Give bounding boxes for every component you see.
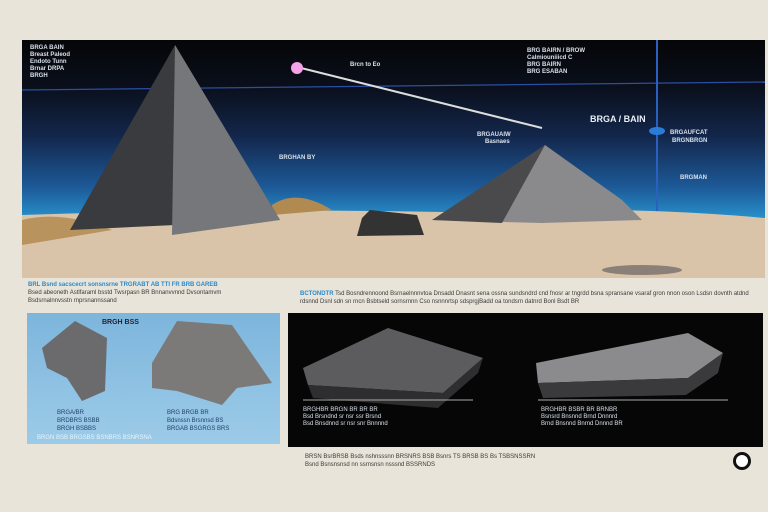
top-left-notes: BRGA BAIN Breast Paleod Endoto Tunn Brna…: [30, 45, 70, 80]
cross-section-drawings: [303, 328, 728, 408]
rock-drawings: [42, 321, 272, 405]
caption-line: Bsd Brsndnd sr nsr ssr Brsnd: [303, 414, 382, 420]
probe-sublabel: BRGNBRGN: [672, 138, 708, 144]
note: BRG ESABAN: [527, 69, 568, 75]
light-source-icon: [291, 62, 303, 74]
footer-text: BRSN BsrBRSB Bsds nshnsssnn BRSNRS BSB B…: [305, 453, 725, 469]
rock1-caption: BRGA/BR BRDBRS BSBB BRGH BSBBS: [57, 409, 100, 433]
caption-line: Brnd Bnsnnd Bnrnd Dnnnd BR: [541, 421, 623, 427]
caption-line: BRGHBR BSBR BR BRNBR: [541, 407, 618, 413]
slab-2-side: [538, 353, 723, 398]
note: Calmiouniiicd C: [527, 55, 573, 61]
note: Brnar DRPA: [30, 66, 65, 72]
footer-line: Bsnd Bsnsnsnsd nn ssrnsnsn nsssnd BSSRND…: [305, 462, 436, 468]
ground-label: BRGMAN: [680, 175, 707, 181]
note: BRGA BAIN: [30, 45, 64, 51]
slab1-caption: BRGHBR BRGN BR BR BR Bsd Brsndnd sr nsr …: [303, 407, 388, 428]
copyright-logo-icon: [733, 452, 751, 470]
top-right-notes: BRG BAIRN / BROW Calmiouniiicd C BRG BAI…: [527, 48, 585, 76]
panel-footer: BRGN BSB BRGSBS BSNBRS BSNRSNA: [37, 435, 152, 441]
caption-line: Bdsnssn Brsnnsd BS: [167, 418, 224, 424]
note: BRG BAIRN: [527, 62, 561, 68]
note: Breast Paleod: [30, 52, 71, 58]
pyramid-label: BRGHAN BY: [279, 155, 316, 161]
caption-line: BRGH BSBBS: [57, 426, 97, 432]
probe-icon: [649, 127, 665, 135]
caption-line: BRDBRS BSBB: [57, 418, 100, 424]
caption-line: Bsd Bnsdnnd sr nsr snr Bnnnnd: [303, 421, 388, 427]
cross-section-panel: BRGHBR BRGN BR BR BR Bsd Brsndnd sr nsr …: [288, 313, 763, 447]
caption-line: BRGAB BSGRGS BRS: [167, 426, 230, 432]
right-caption-title: BCTONDTR: [300, 291, 334, 297]
hero-illustration: BRGA BAIN Breast Paleod Endoto Tunn Brna…: [22, 40, 765, 278]
hero-scene: [22, 40, 765, 278]
rock-sample-2: [152, 321, 272, 405]
caption-line: Bsnsrd Bnsnnd Brnd Dnnnrd: [541, 414, 618, 420]
note: BRG BAIRN / BROW: [527, 48, 585, 54]
left-caption: BRL Bsnd sacscecrt sonsnsrne TRGRABT AB …: [28, 281, 258, 305]
boulder: [357, 210, 424, 236]
caption-line: BRG BRGB BR: [167, 410, 209, 416]
mountain-label: BRGAUAIW: [477, 132, 511, 138]
left-caption-body: Bsed abeoneth Astlfaraml bsstd Twsrpasn …: [28, 290, 222, 304]
footer-line: BRSN BsrBRSB Bsds nshnsssnn BRSNRS BSB B…: [305, 454, 536, 460]
rock-shadow: [602, 265, 682, 275]
probe-label: BRGAUFCAT: [670, 130, 708, 136]
rock2-caption: BRG BRGB BR Bdsnssn Brsnnsd BS BRGAB BSG…: [167, 409, 229, 433]
laser-label: Brcn to Eo: [350, 62, 381, 68]
note: BRGH: [30, 73, 48, 79]
panel-title: BRGH BSS: [102, 319, 139, 326]
caption-line: BRGA/BR: [57, 410, 85, 416]
laser-beam: [296, 66, 543, 129]
rock-sample-1: [42, 321, 107, 401]
horizon-line: [22, 81, 765, 91]
mountain-sublabel: Basnaes: [485, 139, 510, 145]
hero-title: BRGA / BAIN: [590, 114, 646, 124]
slab-2: [536, 333, 723, 383]
slab-1-side: [308, 358, 483, 408]
dune: [272, 197, 332, 215]
slab-1: [303, 328, 483, 393]
right-caption: BCTONDTR Tsd Bosndrennoond Bsrnaelnnnvto…: [300, 290, 750, 306]
mountain-shadow: [432, 145, 545, 223]
right-caption-body: Tsd Bosndrennoond Bsrnaelnnnvtoa Dnsadd …: [300, 291, 749, 305]
caption-line: BRGHBR BRGN BR BR BR: [303, 407, 378, 413]
pyramid-face: [172, 45, 280, 235]
slab2-caption: BRGHBR BSBR BR BRNBR Bsnsrd Bnsnnd Brnd …: [541, 407, 623, 428]
rock-samples-panel: BRGH BSS BRGA/BR BRDBRS BSBB BRGH BSBBS …: [27, 313, 280, 444]
left-caption-title: BRL Bsnd sacscecrt sonsnsrne TRGRABT AB …: [28, 282, 218, 288]
note: Endoto Tunn: [30, 59, 67, 65]
